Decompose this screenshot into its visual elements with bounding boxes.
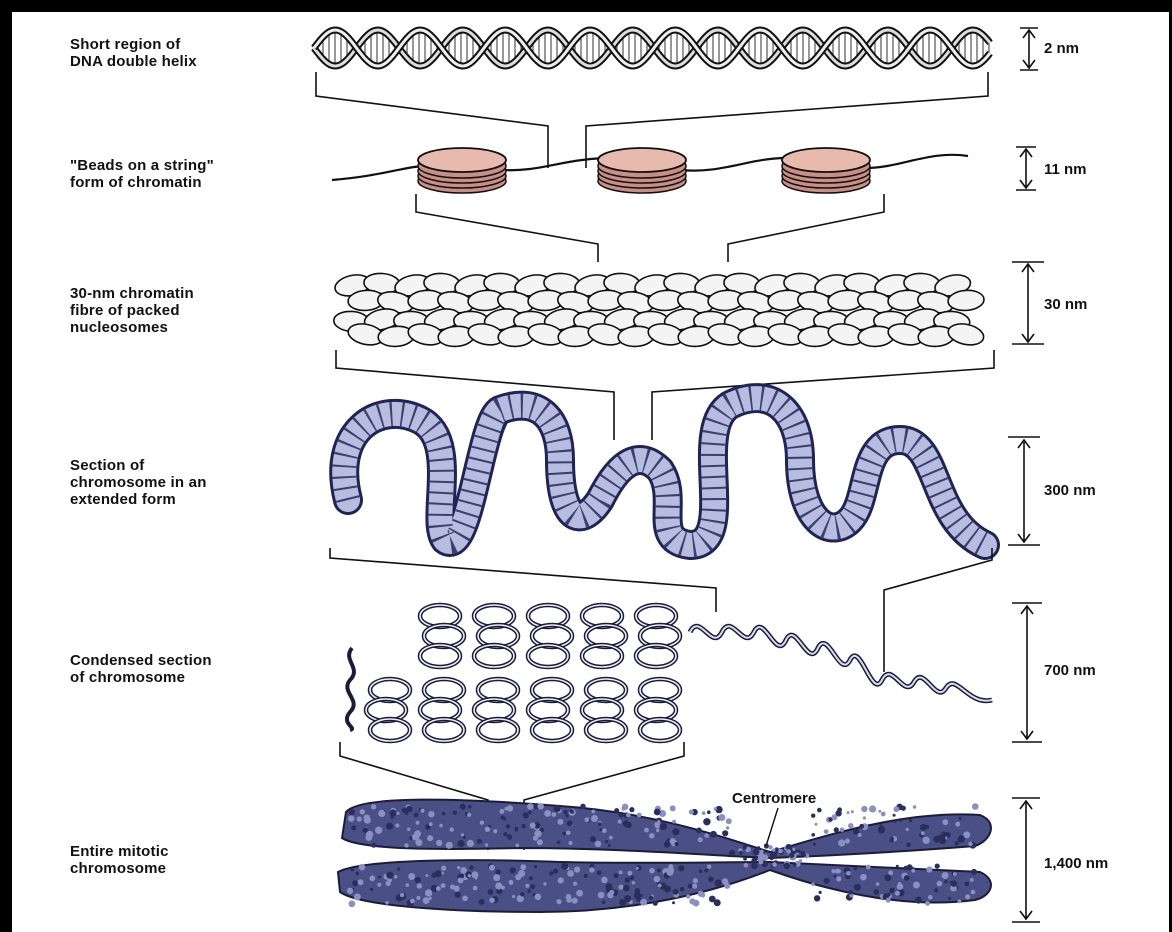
nucleosome-bead <box>418 148 506 193</box>
condensed-chromosome-section <box>347 605 992 741</box>
dna-double-helix <box>314 30 990 66</box>
nucleosome-bead <box>782 148 870 193</box>
30nm-chromatin-fibre <box>333 272 986 348</box>
connector-lines-2 <box>416 194 884 262</box>
connector-lines-4 <box>330 548 992 672</box>
extended-chromosome-section <box>344 398 985 545</box>
scale-bar-2nm <box>1020 28 1038 70</box>
scale-bar-30nm <box>1012 262 1044 344</box>
scale-bar-300nm <box>1008 437 1040 545</box>
scale-bar-1400nm <box>1012 798 1040 922</box>
mitotic-chromosome <box>338 800 991 912</box>
nucleosome-bead <box>598 148 686 193</box>
beads-on-string <box>332 148 968 193</box>
centromere-pointer <box>766 808 778 846</box>
scale-bar-11nm <box>1016 147 1036 190</box>
chromatid-top <box>342 800 991 858</box>
scale-bar-700nm <box>1012 603 1042 742</box>
